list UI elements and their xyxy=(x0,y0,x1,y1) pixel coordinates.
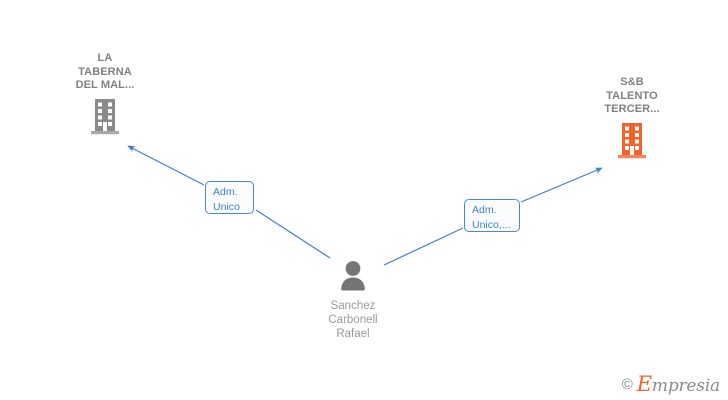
edge-left-upper-segment xyxy=(127,145,205,186)
copyright-icon: © xyxy=(621,376,633,393)
edge-right xyxy=(383,167,603,266)
brand-logo: Empresia xyxy=(637,374,720,395)
node-company-right-label: S&B TALENTO TERCER... xyxy=(604,76,660,115)
brand-rest: mpresia xyxy=(651,376,720,396)
watermark: © Empresia xyxy=(622,374,720,395)
person-icon xyxy=(341,261,365,291)
building-icon xyxy=(618,122,646,158)
brand-initial: E xyxy=(636,372,652,396)
edge-right-lower-segment xyxy=(383,227,464,266)
node-person-label: Sanchez Carbonell Rafael xyxy=(328,300,378,340)
node-person[interactable]: Sanchez Carbonell Rafael xyxy=(288,259,418,341)
building-icon xyxy=(91,98,119,134)
node-company-right[interactable]: S&B TALENTO TERCER... xyxy=(567,76,697,160)
edge-left-label[interactable]: Adm. Unico xyxy=(205,181,254,214)
edge-right-upper-segment xyxy=(520,167,603,203)
edge-right-label[interactable]: Adm. Unico,... xyxy=(464,199,520,232)
edge-left xyxy=(127,145,331,259)
node-company-left-label: LA TABERNA DEL MAL... xyxy=(75,52,135,91)
edge-left-lower-segment xyxy=(255,209,331,259)
node-company-left[interactable]: LA TABERNA DEL MAL... xyxy=(40,52,170,136)
